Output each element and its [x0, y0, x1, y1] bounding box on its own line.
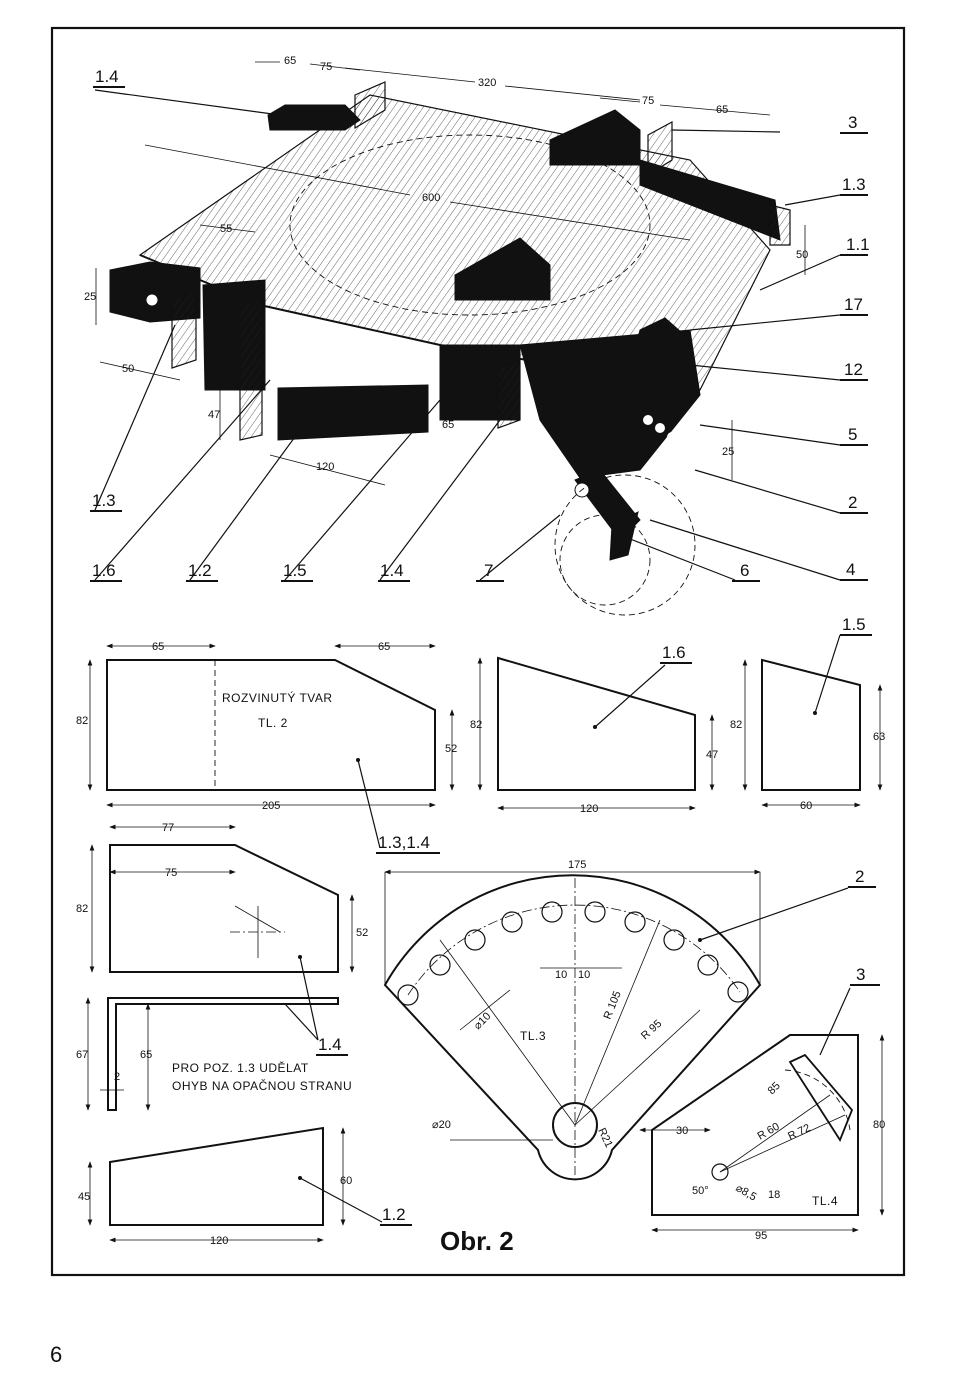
- label-17: 17: [844, 295, 863, 314]
- clamp: [629, 317, 691, 391]
- label-1-3-1-4: 1.3,1.4: [378, 833, 430, 852]
- bend-profile: 67 65 2 PRO POZ. 1.3 UDĚLAT OHYB NA OPAČ…: [76, 997, 352, 1111]
- dim-p15-60: 60: [800, 800, 812, 812]
- unfolded-shape: 65 65 82 52 205 ROZVINUTÝ TVAR TL. 2: [76, 641, 457, 849]
- dim-iso-25b: 25: [722, 446, 734, 458]
- label-1-1: 1.1: [846, 235, 870, 254]
- dim-iso-55: 55: [220, 223, 232, 235]
- dim-iso-75a: 75: [320, 61, 332, 73]
- isometric-assembly: 65 75 320 75 65 600 55 25 50 50 47 65 12…: [84, 55, 841, 616]
- label-1-3-right: 1.3: [842, 175, 866, 194]
- dim-p16-120: 120: [580, 803, 598, 815]
- figure-label: Obr. 2: [440, 1226, 514, 1256]
- dim-iso-47: 47: [208, 409, 220, 421]
- label-1-4-top: 1.4: [95, 67, 119, 86]
- dim-t3-10a: 10: [555, 969, 567, 981]
- dim-b-2: 2: [114, 1071, 120, 1083]
- dim-u-82: 82: [76, 715, 88, 727]
- dim-p12-120: 120: [210, 1235, 228, 1247]
- dim-iso-65a: 65: [284, 55, 296, 67]
- dim-p13-77: 77: [162, 822, 174, 834]
- label-d-1-2: 1.2: [382, 1205, 406, 1224]
- bend-note-2: OHYB NA OPAČNOU STRANU: [172, 1078, 352, 1093]
- dim-u-205: 205: [262, 800, 280, 812]
- dim-t4-18: 18: [768, 1189, 780, 1201]
- label-1-2: 1.2: [188, 561, 212, 580]
- dim-t4-r60: R 60: [756, 1121, 782, 1143]
- label-7: 7: [484, 561, 493, 580]
- label-2: 2: [848, 493, 857, 512]
- dim-t4-85: 85: [766, 1080, 783, 1097]
- dim-t3-10b: 10: [578, 969, 590, 981]
- part-1-5: 82 63 60: [730, 634, 885, 812]
- dim-iso-65b: 65: [716, 104, 728, 116]
- dim-t4-d85: ⌀8,5: [734, 1182, 759, 1203]
- label-1-5: 1.5: [283, 561, 307, 580]
- dim-t4-80: 80: [873, 1119, 885, 1131]
- dim-p13-82: 82: [76, 903, 88, 915]
- dim-iso-75b: 75: [642, 95, 654, 107]
- dim-iso-600: 600: [422, 192, 440, 204]
- dim-t4-50deg: 50°: [692, 1185, 709, 1197]
- dim-b-67: 67: [76, 1049, 88, 1061]
- label-5: 5: [848, 425, 857, 444]
- plate-tl4: 30 80 95 85 R 60 R 72 50° ⌀8,5 18 TL.4: [639, 987, 885, 1242]
- dashed-arc: [289, 134, 651, 316]
- part-1-6: 82 47 120: [470, 656, 718, 815]
- part-labels: 1.4 3 1.3 1.1 17 12 5 2 4 1.3 1.6 1.2 1.…: [90, 67, 870, 582]
- dim-p13-75: 75: [165, 867, 177, 879]
- dim-p15-82: 82: [730, 719, 742, 731]
- dim-iso-50a: 50: [122, 363, 134, 375]
- part-1-3: 77 75 82 52: [76, 822, 368, 1041]
- label-1-4-bottom: 1.4: [380, 561, 404, 580]
- unfold-title: ROZVINUTÝ TVAR: [222, 690, 333, 705]
- label-6: 6: [740, 561, 749, 580]
- dim-p16-82: 82: [470, 719, 482, 731]
- dim-u-65a: 65: [152, 641, 164, 653]
- dim-iso-120: 120: [316, 461, 334, 473]
- dim-t4-95: 95: [755, 1230, 767, 1242]
- label-1-3-left: 1.3: [92, 491, 116, 510]
- label-3: 3: [848, 113, 857, 132]
- dim-t4-30: 30: [676, 1125, 688, 1137]
- label-d-1-4: 1.4: [318, 1035, 342, 1054]
- dim-p13-52: 52: [356, 927, 368, 939]
- part-1-2: 45 60 120: [78, 1126, 383, 1247]
- page-frame: [50, 26, 906, 1277]
- label-12: 12: [844, 360, 863, 379]
- bend-note-1: PRO POZ. 1.3 UDĚLAT: [172, 1060, 309, 1075]
- label-d-3: 3: [856, 965, 865, 984]
- dim-iso-50b: 50: [796, 249, 808, 261]
- dim-t3-d10: ⌀10: [472, 1010, 494, 1032]
- dim-b-65: 65: [140, 1049, 152, 1061]
- label-4: 4: [846, 560, 855, 579]
- dim-t3-r21: R21: [595, 1126, 614, 1149]
- label-d-2: 2: [855, 867, 864, 886]
- dim-u-52: 52: [445, 743, 457, 755]
- label-1-6: 1.6: [92, 561, 116, 580]
- unfold-sub: TL. 2: [258, 716, 288, 730]
- dim-p12-60: 60: [340, 1175, 352, 1187]
- front-plate: [277, 384, 429, 441]
- dim-t3-d20: ⌀20: [432, 1119, 451, 1131]
- dim-t4-r72: R 72: [786, 1122, 812, 1143]
- dim-p15-63: 63: [873, 731, 885, 743]
- dim-t3-175: 175: [568, 859, 586, 871]
- dim-iso-320: 320: [478, 77, 496, 89]
- label-d-1-5: 1.5: [842, 615, 866, 634]
- dim-u-65b: 65: [378, 641, 390, 653]
- dim-iso-65c: 65: [442, 419, 454, 431]
- block-top-left: [267, 104, 361, 131]
- dim-iso-25a: 25: [84, 291, 96, 303]
- plate4-label: TL.4: [812, 1194, 838, 1208]
- label-d-1-6: 1.6: [662, 643, 686, 662]
- block-center: [454, 237, 551, 301]
- dim-t3-r95: R 95: [639, 1018, 664, 1042]
- plate3-label: TL.3: [520, 1029, 546, 1043]
- page-number: 6: [50, 1342, 62, 1367]
- dim-p12-45: 45: [78, 1191, 90, 1203]
- block-top-right: [549, 109, 641, 166]
- dim-p16-47: 47: [706, 749, 718, 761]
